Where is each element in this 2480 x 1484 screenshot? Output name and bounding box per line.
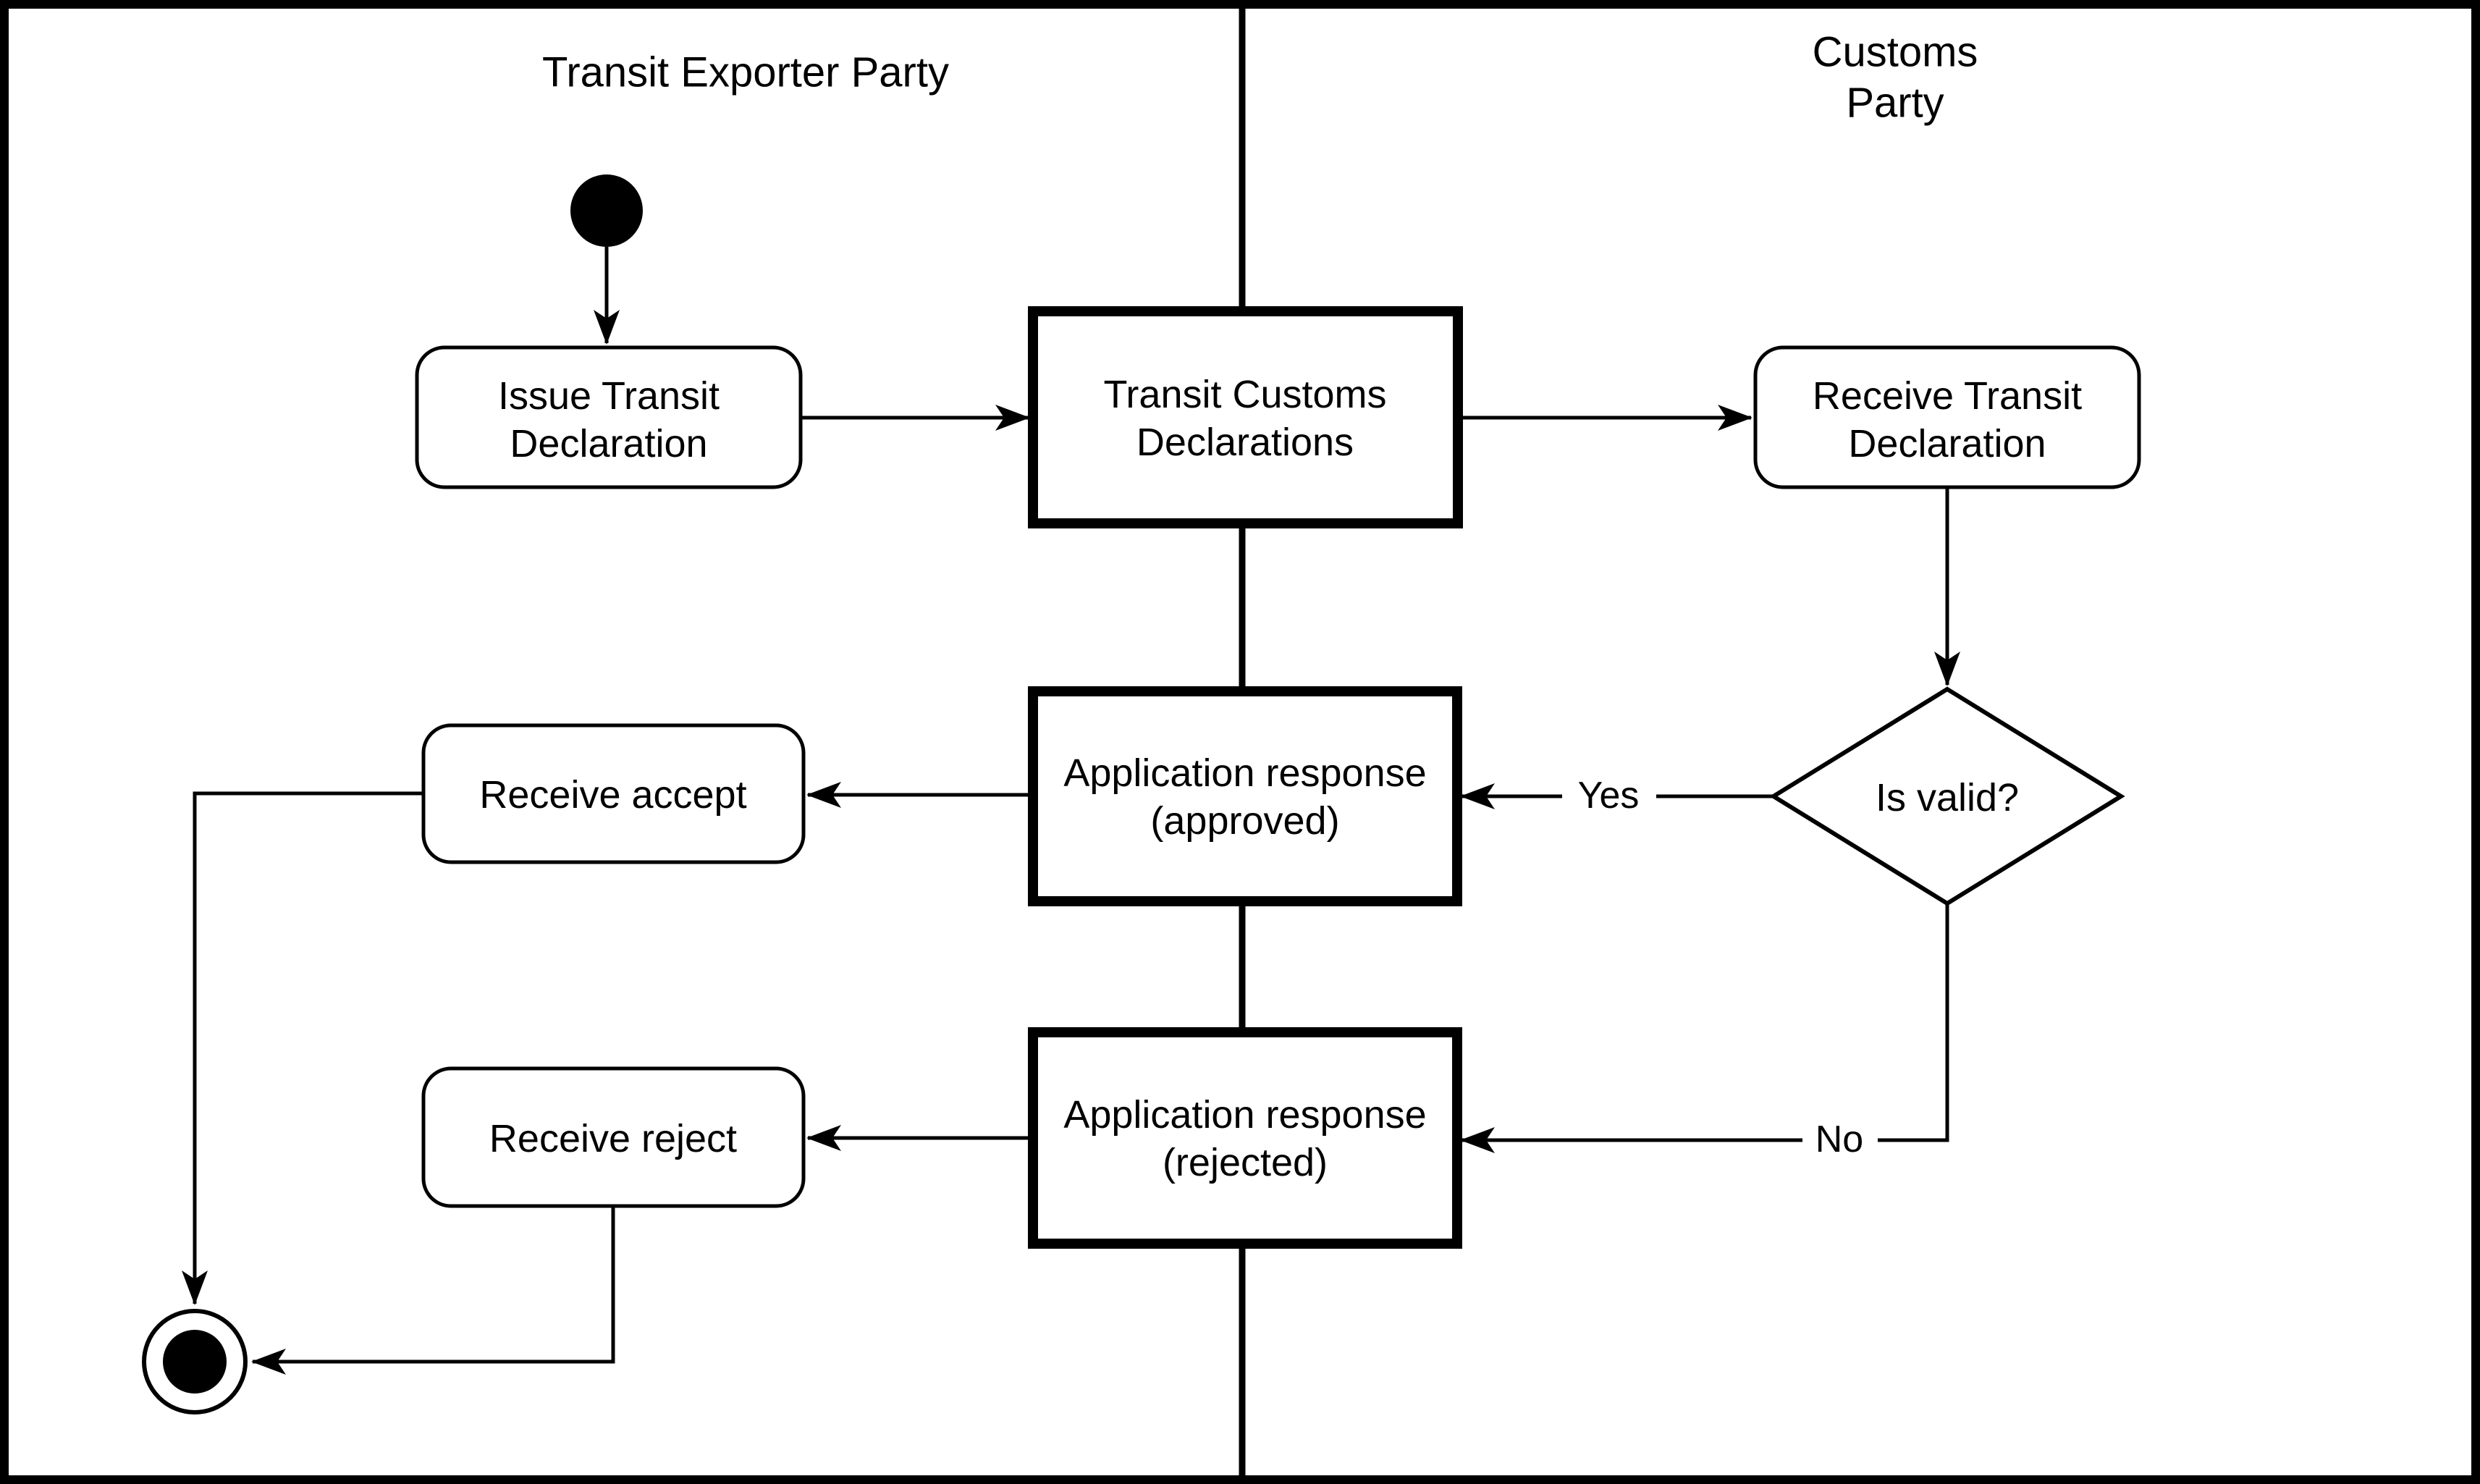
final-node-icon: [142, 1309, 248, 1415]
edge-no-is-valid-to-rejected: [1460, 903, 1949, 1153]
swimlane-title-right-line2: Party: [1846, 80, 1944, 127]
edge-label-yes-text: Yes: [1578, 775, 1640, 817]
activity-receive-reject: Receive reject: [421, 1066, 806, 1208]
activity-receive-transit-declaration-label-line1: Receive Transit: [1813, 374, 2082, 418]
edge-label-no-background: [1802, 1121, 1878, 1161]
object-node-transit-customs-declarations-shape: [1028, 306, 1463, 528]
activity-receive-accept-shape: [421, 723, 806, 864]
object-node-application-response-rejected-label-line1: Application response: [1063, 1093, 1426, 1137]
object-node-application-response-rejected-shape: [1028, 1027, 1462, 1249]
edge-receive-reject-to-end: [251, 1206, 615, 1375]
edge-label-no-text: No: [1815, 1118, 1863, 1160]
decision-is-valid: Is valid?: [1769, 686, 2125, 906]
activity-issue-transit-declaration-label-line2: Declaration: [510, 422, 707, 465]
swimlane-title-right-line1: Customs: [1813, 29, 1978, 76]
activity-receive-reject-label: Receive reject: [489, 1117, 737, 1160]
object-node-transit-customs-declarations-label-line2: Declarations: [1136, 421, 1354, 464]
activity-receive-transit-declaration-shape: [1753, 345, 2141, 489]
edge-label-no: No: [1802, 1118, 1878, 1161]
object-node-transit-customs-declarations: Transit Customs Declarations: [1028, 306, 1463, 528]
object-node-application-response-approved-label-line1: Application response: [1063, 751, 1426, 795]
object-node-application-response-approved: Application response (approved): [1028, 686, 1462, 906]
object-node-application-response-approved-shape: [1028, 686, 1462, 906]
object-node-application-response-approved-label-line2: (approved): [1150, 799, 1339, 843]
swimlane-title-left: Transit Exporter Party: [542, 49, 949, 96]
object-node-transit-customs-declarations-label-line1: Transit Customs: [1103, 373, 1386, 416]
activity-receive-accept: Receive accept: [421, 723, 806, 864]
object-node-application-response-rejected-label-line2: (rejected): [1163, 1141, 1328, 1184]
activity-issue-transit-declaration-label-line1: Issue Transit: [498, 374, 720, 418]
object-node-application-response-rejected: Application response (rejected): [1028, 1027, 1462, 1249]
activity-receive-accept-label: Receive accept: [479, 773, 746, 817]
decision-is-valid-label: Is valid?: [1876, 776, 2019, 819]
decision-is-valid-shape: [1769, 686, 2125, 906]
edge-label-yes: Yes: [1562, 775, 1656, 818]
start-node-icon: [570, 174, 643, 247]
final-node-inner-dot: [163, 1330, 227, 1394]
activity-receive-reject-shape: [421, 1066, 806, 1208]
edge-receive-accept-to-end: [182, 791, 423, 1305]
edge-label-yes-background: [1562, 776, 1656, 818]
activity-issue-transit-declaration-shape: [415, 345, 803, 489]
activity-receive-transit-declaration-label-line2: Declaration: [1848, 422, 2046, 465]
activity-receive-transit-declaration: Receive Transit Declaration: [1753, 345, 2141, 489]
activity-issue-transit-declaration: Issue Transit Declaration: [415, 345, 803, 489]
